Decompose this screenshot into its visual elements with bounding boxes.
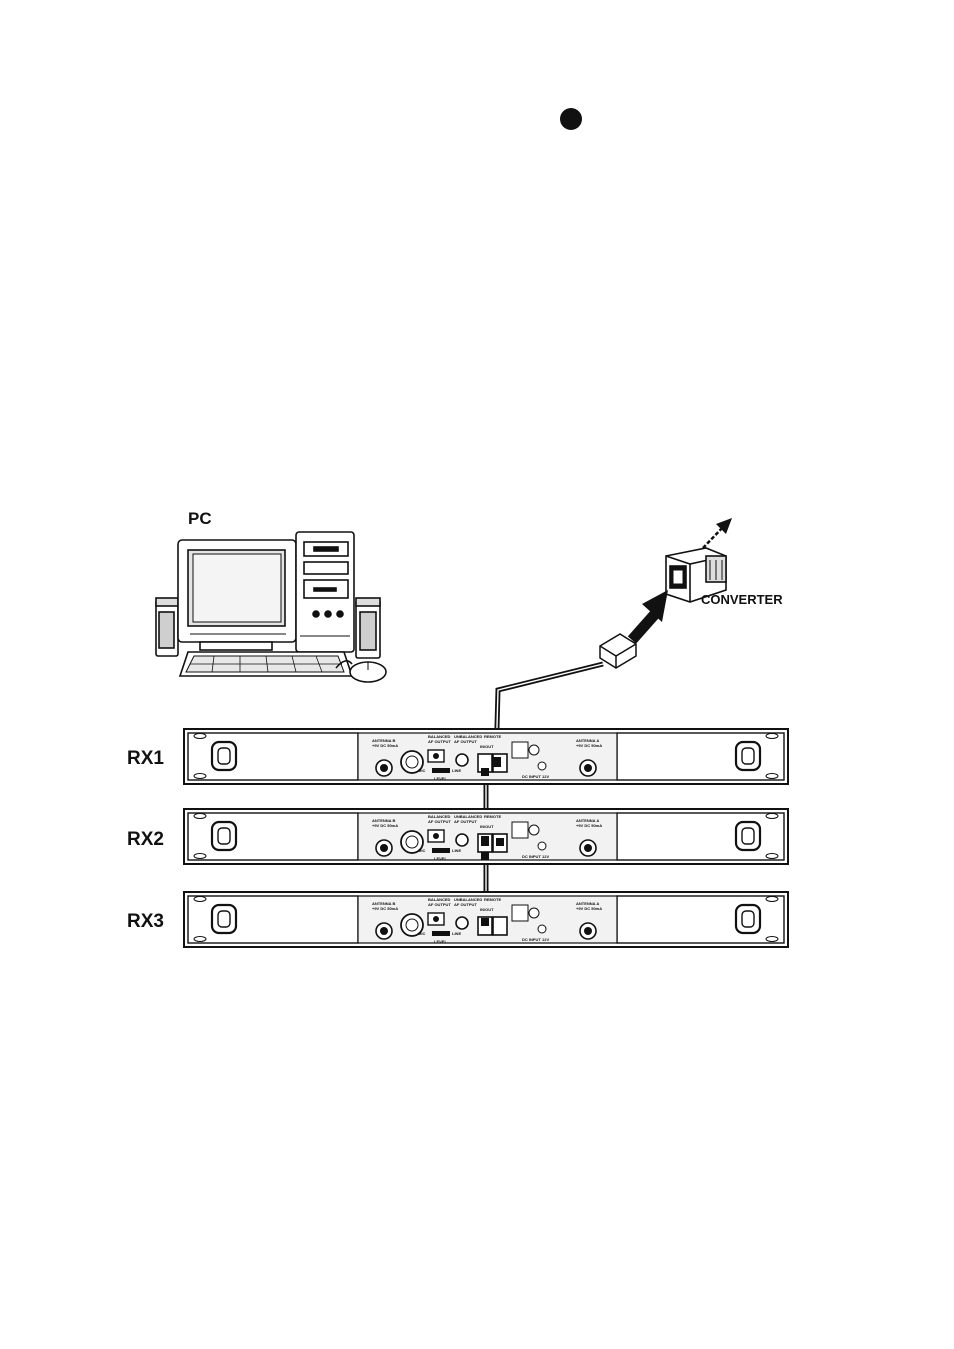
rx3-unbalanced-text: UNBALANCED <box>454 897 482 902</box>
receiver-rx3: ANTENNA B +9V DC 50mA BALANCED AF OUTPUT… <box>183 891 789 948</box>
rx1-antenna-a-text: ANTENNA A <box>576 738 599 743</box>
rx1-balanced-output-text: AF OUTPUT <box>428 739 451 744</box>
rx1-remote-text: REMOTE <box>484 734 501 739</box>
rx2-antenna-a-power-text: +9V DC 50mA <box>576 823 602 828</box>
rx2-dc-input-text: DC INPUT 12V <box>522 854 549 859</box>
rx1-level-text: LEVEL <box>434 776 447 781</box>
rx3-antenna-b-power-text: +9V DC 50mA <box>372 906 398 911</box>
remote-cable <box>483 661 604 920</box>
converter-label: CONVERTER <box>701 592 783 607</box>
rx2-antenna-b-power-text: +9V DC 50mA <box>372 823 398 828</box>
computer-icon <box>155 531 387 683</box>
rx2-in-out-text: IN/OUT <box>480 824 494 829</box>
rx3-antenna-a-power-text: +9V DC 50mA <box>576 906 602 911</box>
converter-icon <box>665 547 727 603</box>
rx2-remote-text: REMOTE <box>484 814 501 819</box>
rx2-unbalanced-text: UNBALANCED <box>454 814 482 819</box>
arrow-up-right-icon <box>702 518 732 549</box>
rx3-unbalanced-output-text: AF OUTPUT <box>454 902 477 907</box>
receiver-rx1: ANTENNA B +9V DC 50mA BALANCED AF OUTPUT… <box>183 728 789 785</box>
rx1-balanced-text: BALANCED <box>428 734 451 739</box>
rx3-line-text: LINE <box>452 931 461 936</box>
rx3-antenna-b-text: ANTENNA B <box>372 901 396 906</box>
rx1-antenna-b-power-text: +9V DC 50mA <box>372 743 398 748</box>
rx3-label: RX3 <box>127 911 164 932</box>
cable-plug-icons <box>481 757 504 926</box>
insert-arrow-icon <box>627 590 668 644</box>
rx2-antenna-a-text: ANTENNA A <box>576 818 599 823</box>
rx3-level-text: LEVEL <box>434 939 447 944</box>
rx3-antenna-a-text: ANTENNA A <box>576 901 599 906</box>
rx3-balanced-output-text: AF OUTPUT <box>428 902 451 907</box>
rx3-in-out-text: IN/OUT <box>480 907 494 912</box>
rx1-label: RX1 <box>127 748 164 769</box>
rx3-balanced-text: BALANCED <box>428 897 451 902</box>
rx2-balanced-text: BALANCED <box>428 814 451 819</box>
bullet-dot-icon <box>560 108 582 130</box>
rx2-mic-text: MIC <box>418 848 425 853</box>
rj-plug-icon <box>599 633 637 669</box>
pc-label: PC <box>188 509 212 528</box>
rx1-line-text: LINE <box>452 768 461 773</box>
rx1-dc-input-text: DC INPUT 12V <box>522 774 549 779</box>
rx1-unbalanced-output-text: AF OUTPUT <box>454 739 477 744</box>
rx2-unbalanced-output-text: AF OUTPUT <box>454 819 477 824</box>
rx3-mic-text: MIC <box>418 931 425 936</box>
rx2-level-text: LEVEL <box>434 856 447 861</box>
receiver-rx2: ANTENNA B +9V DC 50mA BALANCED AF OUTPUT… <box>183 808 789 865</box>
rx2-antenna-b-text: ANTENNA B <box>372 818 396 823</box>
rx2-line-text: LINE <box>452 848 461 853</box>
rx1-unbalanced-text: UNBALANCED <box>454 734 482 739</box>
rx1-mic-text: MIC <box>418 768 425 773</box>
rx2-balanced-output-text: AF OUTPUT <box>428 819 451 824</box>
rx2-label: RX2 <box>127 829 164 850</box>
rx1-antenna-b-text: ANTENNA B <box>372 738 396 743</box>
rx1-in-out-text: IN/OUT <box>480 744 494 749</box>
rx1-antenna-a-power-text: +9V DC 50mA <box>576 743 602 748</box>
rx3-remote-text: REMOTE <box>484 897 501 902</box>
rx3-dc-input-text: DC INPUT 12V <box>522 937 549 942</box>
